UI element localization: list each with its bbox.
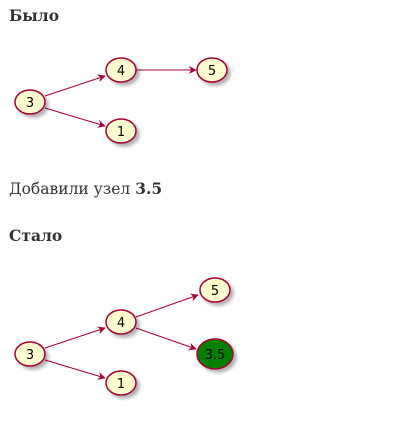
node-label: 1 [117, 377, 125, 392]
change-note-text: Добавили узел [9, 180, 136, 198]
node-label: 4 [117, 316, 125, 331]
node-1: 1 [105, 370, 137, 396]
node-label: 3.5 [205, 348, 226, 363]
added-node-value: 3.5 [135, 179, 163, 198]
node-4: 4 [105, 309, 137, 335]
node-label: 1 [117, 125, 125, 140]
edge-4-5 [135, 293, 199, 318]
before-heading: Было [9, 6, 60, 25]
node-label: 5 [208, 64, 216, 79]
edge-3-1 [44, 359, 106, 380]
node-label: 3 [26, 96, 34, 111]
after-graph: 3 4 5 3.5 1 [14, 277, 234, 396]
node-1: 1 [105, 118, 137, 144]
edge-3-4 [44, 326, 106, 349]
node-4: 4 [105, 57, 137, 83]
change-note: Добавили узел 3.5 [9, 179, 162, 199]
node-5: 5 [199, 277, 231, 303]
node-label: 5 [211, 284, 219, 299]
edge-3-1 [44, 107, 106, 128]
node-3.5-highlighted: 3.5 [196, 338, 234, 370]
node-label: 4 [117, 64, 125, 79]
node-label: 3 [26, 348, 34, 363]
edge-4-3.5 [135, 327, 197, 351]
before-graph: 3 4 5 1 [14, 57, 228, 144]
edge-3-4 [44, 74, 106, 97]
node-3: 3 [14, 341, 46, 367]
node-5: 5 [196, 57, 228, 83]
after-heading: Стало [9, 226, 63, 245]
node-3: 3 [14, 89, 46, 115]
